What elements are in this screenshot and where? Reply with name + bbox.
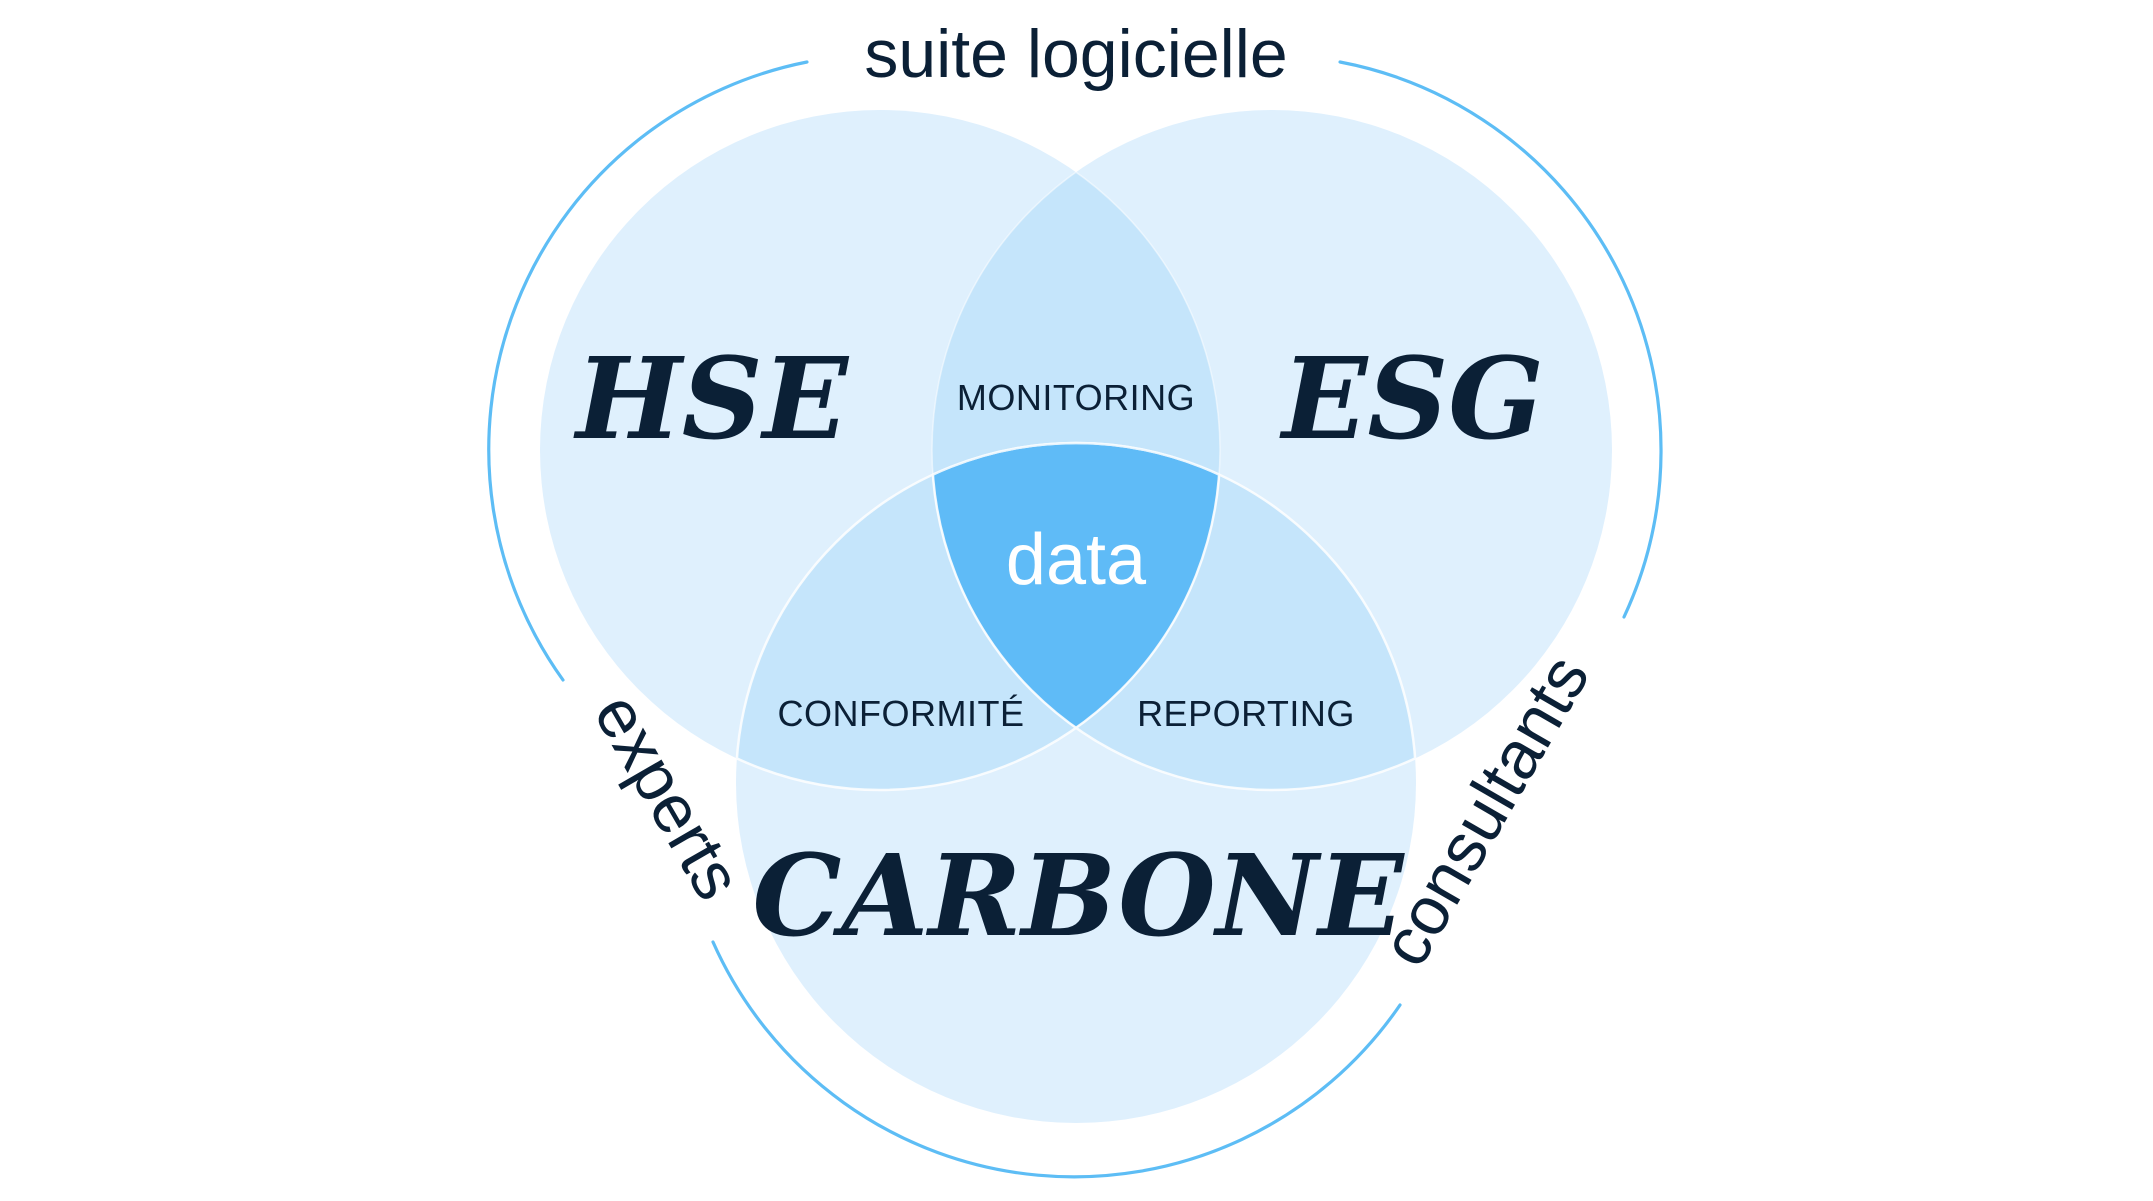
outer-arc-right — [1338, 60, 1663, 619]
outer-arc-bottom — [711, 940, 1402, 1179]
label-monitoring: MONITORING — [957, 377, 1195, 418]
label-suite-logicielle: suite logicielle — [864, 16, 1287, 92]
label-reporting: REPORTING — [1137, 693, 1355, 734]
outer-ring — [487, 60, 1663, 1179]
outer-arc-left — [487, 60, 809, 682]
label-data: data — [1006, 520, 1147, 600]
label-hse: HSE — [573, 334, 850, 465]
label-esg: ESG — [1279, 334, 1544, 465]
label-carbone: CARBONE — [752, 831, 1405, 962]
venn-circles — [540, 110, 1612, 1123]
label-conformite: CONFORMITÉ — [778, 693, 1025, 734]
